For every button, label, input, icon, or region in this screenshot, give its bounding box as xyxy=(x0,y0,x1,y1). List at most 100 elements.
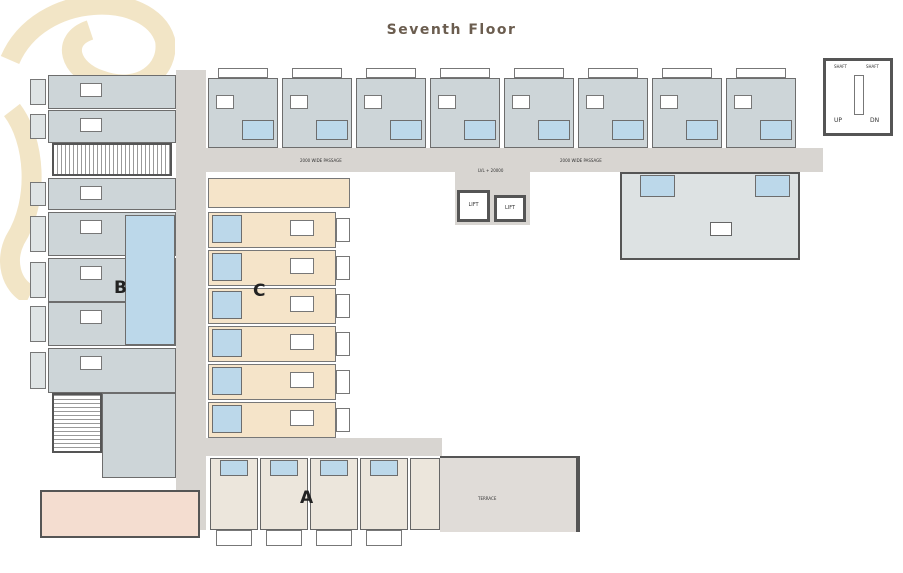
shaft-label-2: SHAFT xyxy=(866,64,879,69)
bed xyxy=(290,334,314,350)
bed xyxy=(80,118,102,132)
bottom-passage xyxy=(176,438,442,456)
left-lobby xyxy=(102,393,176,478)
bed xyxy=(80,83,102,97)
right-block-bath xyxy=(640,175,675,197)
bed xyxy=(80,186,102,200)
balcony xyxy=(30,79,46,105)
block-b-label: B xyxy=(114,278,127,298)
lift-2: LIFT xyxy=(494,195,526,222)
top-unit-bath xyxy=(538,120,570,140)
stair-left-lower xyxy=(52,393,102,453)
balcony xyxy=(336,408,350,432)
bed xyxy=(734,95,752,109)
balcony xyxy=(336,332,350,356)
top-unit-balcony xyxy=(366,68,416,78)
a-unit-balcony xyxy=(366,530,402,546)
bed xyxy=(80,356,102,370)
top-unit-balcony xyxy=(292,68,342,78)
passage-label: 2000 WIDE PASSAGE xyxy=(300,158,342,163)
bed xyxy=(660,95,678,109)
shaft-label: SHAFT xyxy=(834,64,847,69)
balcony xyxy=(30,216,46,252)
bed xyxy=(80,266,102,280)
bed xyxy=(80,310,102,324)
lift-label: LIFT xyxy=(504,205,516,211)
bed xyxy=(216,95,234,109)
top-unit-balcony xyxy=(440,68,490,78)
bed xyxy=(290,258,314,274)
passage-label-right: 2000 WIDE PASSAGE xyxy=(560,158,602,163)
balcony xyxy=(336,218,350,242)
left-unit xyxy=(48,178,176,210)
mid-unit-bath xyxy=(212,291,242,319)
stair-left xyxy=(52,143,172,176)
top-unit-bath xyxy=(242,120,274,140)
left-unit xyxy=(48,75,176,109)
bed xyxy=(80,220,102,234)
terrace: TERRACE xyxy=(440,456,580,532)
top-unit-bath xyxy=(686,120,718,140)
balcony xyxy=(30,262,46,298)
bed xyxy=(290,372,314,388)
bed xyxy=(512,95,530,109)
bed xyxy=(438,95,456,109)
top-unit-balcony xyxy=(514,68,564,78)
balcony xyxy=(336,256,350,280)
bed xyxy=(290,220,314,236)
bed xyxy=(290,95,308,109)
logo-watermark xyxy=(0,0,175,300)
top-unit-balcony xyxy=(662,68,712,78)
balcony xyxy=(336,370,350,394)
bottom-left-unit xyxy=(40,490,200,538)
mid-unit-bath xyxy=(212,253,242,281)
mid-unit-bath xyxy=(212,367,242,395)
stair-landing xyxy=(854,75,864,115)
a-unit-bath xyxy=(370,460,398,476)
left-bath xyxy=(125,215,175,345)
left-unit xyxy=(48,348,176,393)
a-unit-bath xyxy=(220,460,248,476)
lift-1: LIFT xyxy=(457,190,490,222)
terrace-label: TERRACE xyxy=(478,496,497,501)
top-unit-balcony xyxy=(588,68,638,78)
balcony xyxy=(30,114,46,139)
level-label: LVL + 20000 xyxy=(478,168,504,173)
left-vertical-passage xyxy=(176,70,206,530)
a-unit-balcony xyxy=(216,530,252,546)
a-unit-balcony xyxy=(266,530,302,546)
page-title: Seventh Floor xyxy=(386,22,517,38)
bed xyxy=(586,95,604,109)
left-unit xyxy=(48,110,176,143)
top-unit-bath xyxy=(316,120,348,140)
stair-core-top-right: SHAFT SHAFT UP DN xyxy=(823,58,893,136)
bed xyxy=(364,95,382,109)
top-unit-bath xyxy=(464,120,496,140)
dining-table xyxy=(710,222,732,236)
balcony xyxy=(30,352,46,389)
lift-label: LIFT xyxy=(468,202,479,208)
balcony xyxy=(336,294,350,318)
bed xyxy=(290,410,314,426)
block-a-label: A xyxy=(300,488,314,508)
bed xyxy=(290,296,314,312)
top-unit-bath xyxy=(760,120,792,140)
mid-top-unit xyxy=(208,178,350,208)
mid-unit-bath xyxy=(212,405,242,433)
block-c-label: C xyxy=(253,281,266,301)
top-unit-balcony xyxy=(736,68,786,78)
top-unit-balcony xyxy=(218,68,268,78)
a-unit-bath xyxy=(320,460,348,476)
mid-unit-bath xyxy=(212,215,242,243)
dn-label: DN xyxy=(870,117,880,124)
a-corner xyxy=(410,458,440,530)
right-block-bath-2 xyxy=(755,175,790,197)
top-unit-bath xyxy=(612,120,644,140)
a-unit-balcony xyxy=(316,530,352,546)
top-unit-bath xyxy=(390,120,422,140)
a-unit-bath xyxy=(270,460,298,476)
balcony xyxy=(30,182,46,206)
up-label: UP xyxy=(834,117,843,124)
mid-unit-bath xyxy=(212,329,242,357)
balcony xyxy=(30,306,46,342)
